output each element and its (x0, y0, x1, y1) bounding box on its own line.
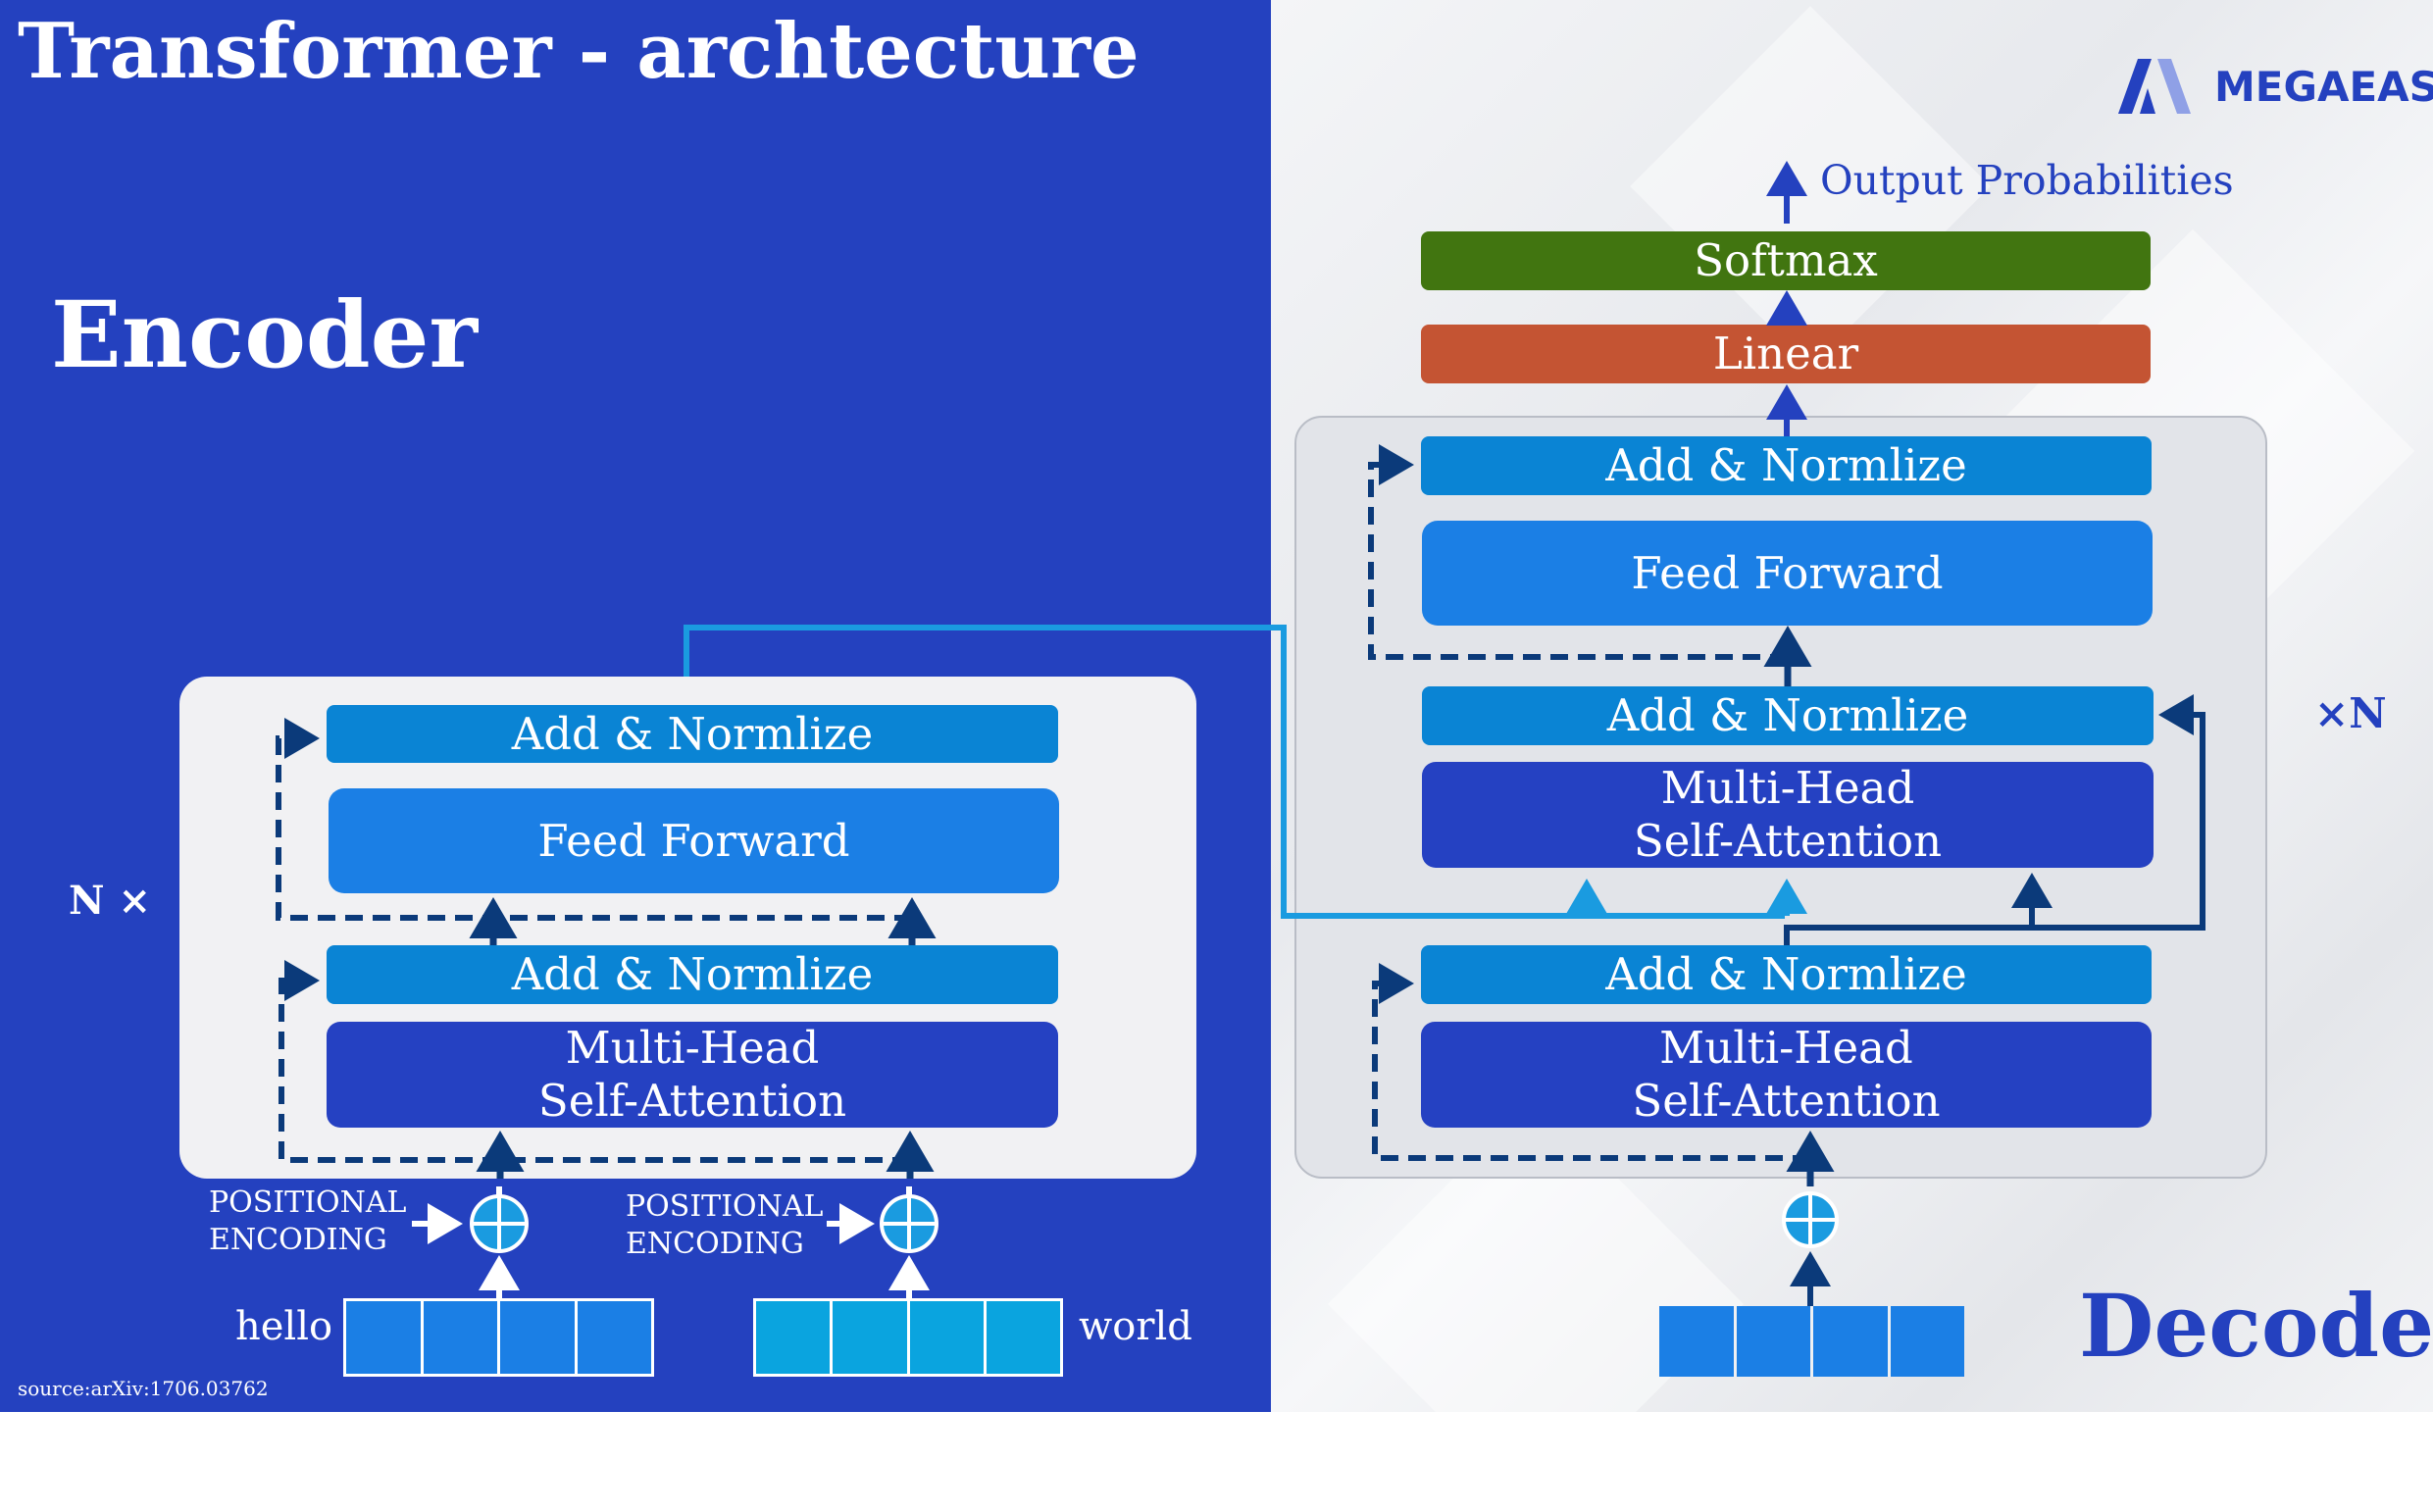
embedding-cell (833, 1301, 910, 1374)
embedding-cell (1737, 1306, 1813, 1377)
embedding-cell (424, 1301, 500, 1374)
megaease-logo-text: MEGAEASE (2214, 62, 2433, 111)
input-word-world: world (1079, 1304, 1192, 1349)
encoder-add-norm-bottom: Add & Normlize (327, 945, 1058, 1004)
linear-box: Linear (1421, 325, 2151, 383)
positional-encoding-label-1: POSITIONAL ENCODING (209, 1184, 406, 1258)
decoder-feed-forward: Feed Forward (1422, 521, 2153, 626)
decoder-add-norm-bottom: Add & Normlize (1421, 945, 2152, 1004)
embedding-cell (346, 1301, 424, 1374)
encoder-add-norm-bottom-label: Add & Normlize (511, 948, 874, 1000)
decoder-add-norm-mid: Add & Normlize (1422, 686, 2154, 745)
slide-title: Transformer - archtecture (18, 7, 1140, 96)
decoder-add-norm-bottom-label: Add & Normlize (1605, 948, 1967, 1000)
source-citation: source:arXiv:1706.03762 (18, 1377, 269, 1400)
positional-encoding-label-2: POSITIONAL ENCODING (626, 1188, 823, 1262)
megaease-logo: MEGAEASE (2118, 57, 2433, 116)
embedding-cell (1659, 1306, 1737, 1377)
encoder-attention-line1: Multi-Head (565, 1022, 820, 1074)
decoder-embedding-vector (1659, 1306, 1964, 1377)
encoder-residual-connection (276, 718, 912, 921)
decoder-self-attention: Multi-Head Self-Attention (1421, 1022, 2152, 1128)
decoder-cross-attention-line2: Self-Attention (1633, 815, 1943, 867)
decoder-residual-connection (1372, 963, 1810, 1161)
positional-encoding-word: POSITIONAL (626, 1189, 824, 1224)
positional-encoding-word: ENCODING (209, 1222, 387, 1257)
decoder-attention-line2: Self-Attention (1632, 1075, 1941, 1127)
megaease-logo-icon (2118, 59, 2191, 114)
input-word-hello: hello (235, 1304, 333, 1349)
positional-encoding-word: POSITIONAL (209, 1185, 407, 1220)
encoder-add-norm-top: Add & Normlize (327, 705, 1058, 763)
embedding-vector-world (753, 1298, 1063, 1377)
decoder-feed-forward-label: Feed Forward (1631, 546, 1944, 599)
encoder-feed-forward: Feed Forward (329, 788, 1059, 893)
decoder-add-norm-top-label: Add & Normlize (1605, 439, 1967, 491)
embedding-cell (910, 1301, 987, 1374)
softmax-box: Softmax (1421, 231, 2151, 290)
decoder-residual-connection (1368, 444, 1788, 660)
connector-overlay (276, 161, 2205, 1306)
encoder-decoder-connection (684, 625, 1785, 919)
linear-label: Linear (1712, 328, 1859, 379)
decoder-repeat-label: ×N (2314, 689, 2387, 737)
decoder-cross-attention: Multi-Head Self-Attention (1422, 762, 2154, 868)
embedding-cell (500, 1301, 578, 1374)
encoder-repeat-label: N × (69, 878, 152, 924)
encoder-heading: Encoder (51, 281, 478, 389)
embedding-vector-hello (343, 1298, 654, 1377)
embedding-cell (1813, 1306, 1891, 1377)
encoder-feed-forward-label: Feed Forward (537, 814, 850, 867)
encoder-add-norm-top-label: Add & Normlize (511, 707, 874, 760)
positional-encoding-word: ENCODING (626, 1226, 804, 1261)
decoder-residual-connection (1784, 694, 2205, 945)
decoder-heading: Decoder (2079, 1275, 2433, 1377)
decoder-attention-line1: Multi-Head (1659, 1022, 1913, 1074)
encoder-residual-connection (279, 960, 500, 1163)
encoder-self-attention: Multi-Head Self-Attention (327, 1022, 1058, 1128)
decoder-add-norm-mid-label: Add & Normlize (1606, 689, 1969, 741)
encoder-attention-line2: Self-Attention (537, 1075, 847, 1127)
decoder-add-norm-top: Add & Normlize (1421, 436, 2152, 495)
output-probabilities-label: Output Probabilities (1820, 157, 2234, 204)
decoder-cross-attention-line1: Multi-Head (1660, 762, 1915, 814)
softmax-label: Softmax (1694, 234, 1878, 286)
embedding-cell (756, 1301, 834, 1374)
